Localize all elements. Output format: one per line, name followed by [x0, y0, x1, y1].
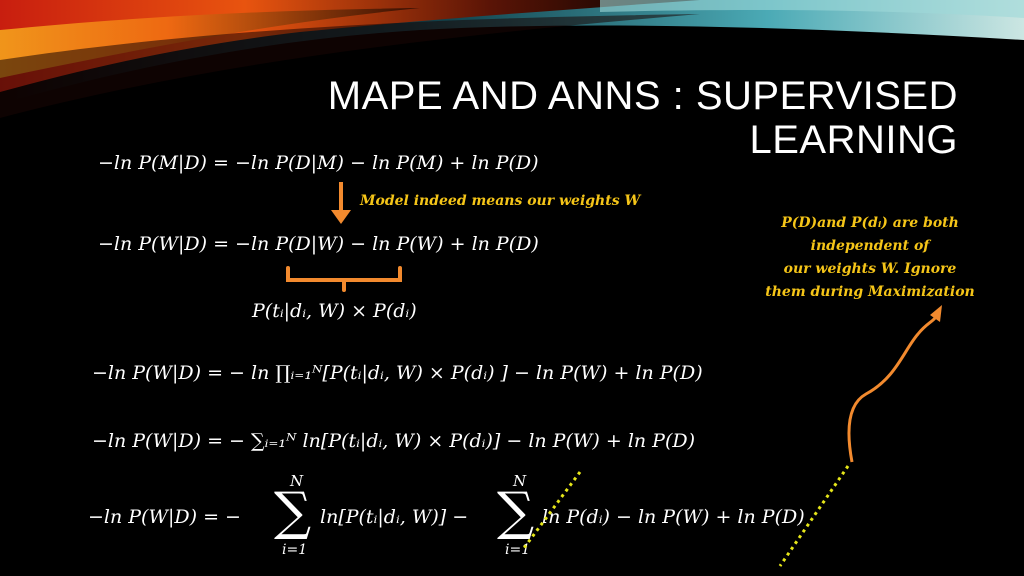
independence-note: P(D)and P(dᵢ) are both independent of ou…	[736, 212, 1004, 304]
bracket-icon	[286, 266, 402, 292]
sum-1-lower-limit: i=1	[282, 542, 308, 558]
title-line-1: MAPE AND ANNS : SUPERVISED	[327, 74, 958, 118]
equation-1: −ln P(M|D) = −ln P(D|M) − ln P(M) + ln P…	[98, 152, 539, 174]
equation-2: −ln P(W|D) = −ln P(D|W) − ln P(W) + ln P…	[98, 233, 539, 255]
independence-note-line-4: them during Maximization	[765, 284, 975, 300]
equation-5-lhs: −ln P(W|D) = −	[88, 506, 241, 528]
slide-title: MAPE AND ANNS : SUPERVISED LEARNING	[258, 74, 958, 162]
sum-1-symbol: ∑	[274, 482, 312, 542]
equation-3: −ln P(W|D) = − ln ∏ᵢ₌₁ᴺ[P(tᵢ|dᵢ, W) × P(…	[92, 362, 703, 384]
independence-note-line-2: independent of	[810, 238, 930, 254]
sum-2-symbol: ∑	[497, 482, 535, 542]
model-note: Model indeed means our weights W	[360, 193, 641, 209]
sum-1-upper-limit: N	[290, 472, 304, 490]
independence-note-line-3: our weights W. Ignore	[783, 261, 957, 277]
equation-5-term-1: ln[P(tᵢ|dᵢ, W)] −	[320, 506, 469, 528]
strike-line-2	[778, 465, 850, 567]
decorative-banner	[0, 0, 1024, 118]
equation-5-term-2: ln P(dᵢ) − ln P(W) + ln P(D)	[542, 506, 805, 528]
title-line-2: LEARNING	[749, 118, 958, 162]
sum-2-upper-limit: N	[513, 472, 527, 490]
equation-4: −ln P(W|D) = − ∑ᵢ₌₁ᴺ ln[P(tᵢ|dᵢ, W) × P(…	[92, 430, 696, 452]
strike-line-1	[522, 471, 582, 549]
equation-2-substitution: P(tᵢ|dᵢ, W) × P(dᵢ)	[252, 300, 417, 322]
curved-arrow-icon	[847, 305, 942, 463]
down-arrow-icon	[331, 182, 351, 224]
independence-note-line-1: P(D)and P(dᵢ) are both	[781, 215, 959, 231]
